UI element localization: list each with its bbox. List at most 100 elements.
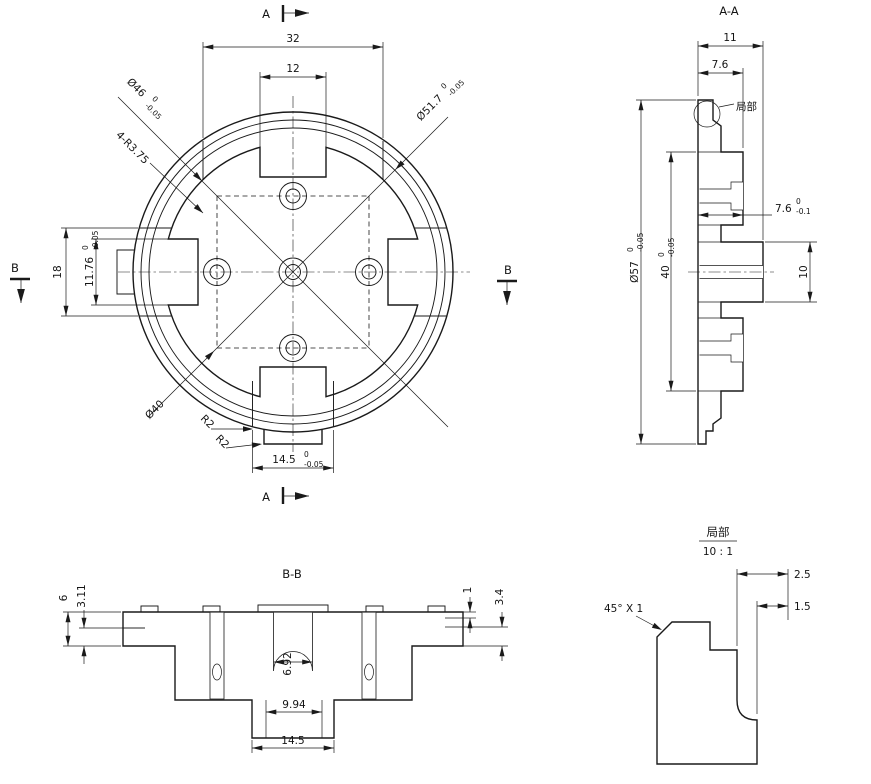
dim-12: 12 xyxy=(259,63,327,174)
dim-detail-2-5: 2.5 xyxy=(736,569,811,646)
leader-4r375 xyxy=(149,162,204,214)
center-bore xyxy=(278,257,308,287)
svg-text:R2: R2 xyxy=(198,413,216,431)
dim-14-5: 14.5 0 -0.05 xyxy=(252,430,334,473)
section-aa-hole-top xyxy=(699,181,743,211)
dim-bb-3-4: 3.4 xyxy=(463,588,508,661)
dim-12-label: 12 xyxy=(286,63,299,75)
dim-aa-7-6r-tol-up: 0 xyxy=(796,197,801,206)
dim-18-label: 18 xyxy=(52,265,64,278)
section-bb-top-pads xyxy=(140,604,446,613)
front-centerlines xyxy=(118,96,470,452)
marker-a-top-label: A xyxy=(262,7,270,21)
detail-profile xyxy=(656,621,758,765)
dim-14-5-label: 14.5 xyxy=(272,454,295,466)
center-slot xyxy=(273,612,313,672)
arrowhead-r2-a xyxy=(243,426,253,432)
dim-bb-6-92: 6.92 xyxy=(273,652,313,676)
section-marker-b-left: B xyxy=(10,261,30,303)
svg-text:-0.05: -0.05 xyxy=(636,232,645,252)
section-bb-holes xyxy=(209,612,377,700)
dim-aa-40-label: 40 0 -0.05 xyxy=(657,237,676,278)
svg-text:-0.05: -0.05 xyxy=(91,230,100,250)
dim-detail-1-5: 1.5 xyxy=(756,601,811,714)
marker-a-bottom-label: A xyxy=(262,490,270,504)
section-marker-a-top: A xyxy=(262,5,309,22)
arrowhead-chamfer xyxy=(651,622,662,630)
detail-title: 局部 xyxy=(707,525,730,539)
arrowhead-4r375 xyxy=(193,204,203,213)
section-bb-view: B-B 6 xyxy=(58,567,508,753)
dim-aa-40: 40 0 -0.05 xyxy=(657,151,696,392)
svg-text:0: 0 xyxy=(439,81,449,91)
dim-aa-7-6r-label: 7.6 xyxy=(775,203,792,215)
dim-aa-11-label: 11 xyxy=(723,32,736,44)
svg-text:0: 0 xyxy=(150,94,160,104)
svg-text:R2: R2 xyxy=(213,433,231,451)
dim-aa-7-6-label: 7.6 xyxy=(712,59,729,71)
dim-aa-7-6r-tol-dn: -0.1 xyxy=(796,207,811,216)
svg-text:-0.05: -0.05 xyxy=(143,101,163,121)
dim-bb-3-11-label: 3.11 xyxy=(76,584,88,607)
dim-aa-11: 11 xyxy=(697,32,764,240)
dim-bb-9-94-label: 9.94 xyxy=(282,699,306,711)
detail-title-block: 局部 10 : 1 xyxy=(699,525,737,558)
svg-text:Ø57: Ø57 xyxy=(629,261,641,283)
section-marker-a-bottom: A xyxy=(262,487,309,504)
detail-callout: 局部 xyxy=(693,100,757,128)
section-marker-b-right: B xyxy=(497,263,517,305)
svg-text:-0.05: -0.05 xyxy=(446,78,466,98)
front-view: 32 12 18 11.76 0 -0.05 xyxy=(10,5,517,504)
arrowhead-d46 xyxy=(192,171,202,181)
svg-text:-0.05: -0.05 xyxy=(667,237,676,257)
dim-11-76: 11.76 0 -0.05 xyxy=(81,230,196,306)
dim-d46-label: Ø46 0 -0.05 xyxy=(124,76,163,122)
dim-bb-6-label: 6 xyxy=(58,594,70,601)
section-aa-hole-bottom xyxy=(699,333,743,363)
dim-4r375-label: 4-R3.75 xyxy=(113,129,151,167)
clover-cavity-outline xyxy=(167,146,419,398)
dim-32: 32 xyxy=(202,33,384,138)
dim-bb-9-94: 9.94 xyxy=(266,699,322,715)
arrowhead-d40 xyxy=(204,351,214,361)
dim-detail-2-5-label: 2.5 xyxy=(794,569,811,581)
dim-r2-b-label: R2 xyxy=(213,433,231,451)
dim-aa-10-label: 10 xyxy=(798,265,810,278)
dim-bb-6: 6 xyxy=(58,594,121,647)
dim-aa-7-6: 7.6 xyxy=(698,59,744,148)
marker-b-left-label: B xyxy=(11,261,19,275)
bottom-boss-tab xyxy=(263,429,323,445)
left-ear-tab xyxy=(116,249,135,295)
dim-aa-10: 10 xyxy=(765,241,817,303)
section-aa-title: A-A xyxy=(719,4,739,18)
section-aa-center-bore xyxy=(688,265,774,279)
section-aa-internal-edges xyxy=(698,151,721,392)
dim-r2-a-label: R2 xyxy=(198,413,216,431)
dim-bb-6-92-label: 6.92 xyxy=(282,652,294,675)
svg-text:11.76: 11.76 xyxy=(84,257,96,287)
dim-aa-d57-label: Ø57 0 -0.05 xyxy=(626,232,645,282)
dim-detail-1-5-label: 1.5 xyxy=(794,601,811,613)
detail-callout-label: 局部 xyxy=(736,100,757,113)
arrowhead-r2-b xyxy=(251,442,262,448)
dim-11-76-label: 11.76 0 -0.05 xyxy=(81,230,100,287)
dim-18: 18 xyxy=(52,227,138,317)
dim-14-5-tol-up: 0 xyxy=(304,450,309,459)
outer-rings xyxy=(132,111,454,433)
dim-d51-7-label: Ø51.7 0 -0.05 xyxy=(414,78,466,124)
dim-14-5-tol-dn: -0.05 xyxy=(304,460,324,469)
section-bb-title: B-B xyxy=(282,567,302,581)
dim-aa-7-6r: 7.6 0 -0.1 xyxy=(698,197,811,218)
svg-text:0: 0 xyxy=(626,247,635,252)
section-aa-view: A-A xyxy=(626,4,817,445)
detail-view: 局部 10 : 1 2.5 1.5 45° X 1 xyxy=(604,525,811,765)
svg-text:Ø51.7: Ø51.7 xyxy=(414,92,445,123)
dim-bb-1: 1 xyxy=(462,587,476,633)
svg-text:Ø46: Ø46 xyxy=(124,76,148,100)
svg-text:0: 0 xyxy=(657,252,666,257)
dim-bb-14-5-label: 14.5 xyxy=(281,735,304,747)
marker-b-right-label: B xyxy=(504,263,512,277)
rim-cutouts xyxy=(116,141,447,445)
